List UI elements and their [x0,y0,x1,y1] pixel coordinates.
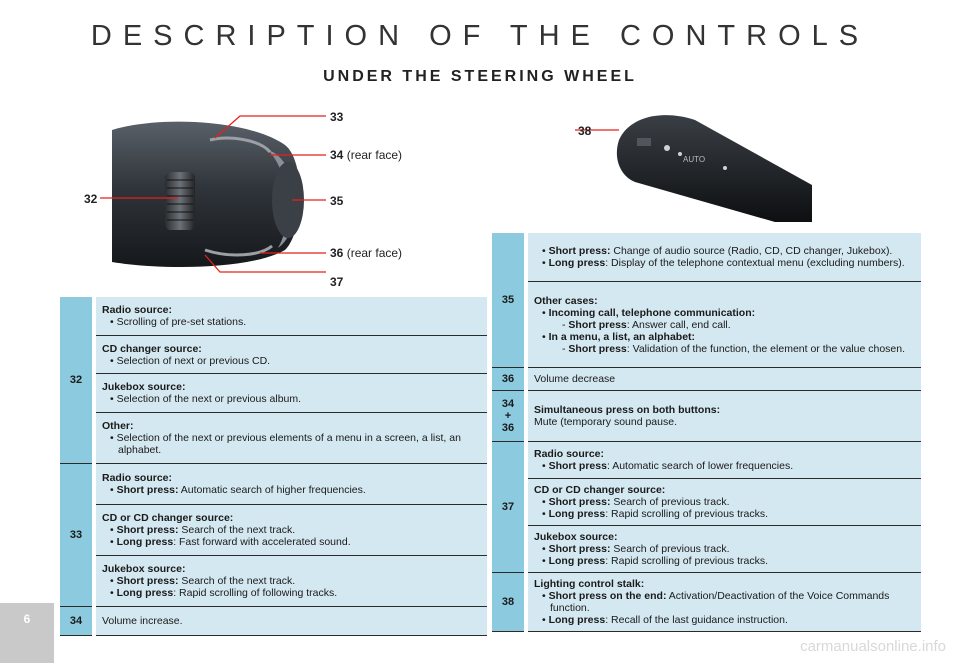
table-row: 38 Lighting control stalk: • Short press… [492,572,921,632]
section-subtitle: UNDER THE STEERING WHEEL [323,68,637,85]
table-row: Other cases: • Incoming call, telephone … [492,281,921,368]
callout-34-rear-face: 34 (rear face) [330,148,403,162]
page-title: DESCRIPTION OF THE CONTROLS [90,20,870,52]
table-row: Jukebox source: • Selection of the next … [60,373,487,413]
table-cell: CD changer source: • Selection of next o… [94,335,487,374]
callout-37: 37 [330,275,344,289]
table-row: 32 Radio source: • Scrolling of pre-set … [60,297,487,464]
page-number-tab [0,603,54,663]
table-cell: CD or CD changer source: • Short press: … [526,478,921,526]
table-row: Jukebox source: • Short press: Search of… [492,525,921,573]
control-number: 36 [492,367,528,391]
svg-text:AUTO: AUTO [683,155,705,164]
table-cell: Other cases: • Incoming call, telephone … [526,281,921,368]
table-row: Jukebox source: • Short press: Search of… [60,555,487,607]
table-row: CD changer source: • Selection of next o… [60,335,487,374]
control-number: 34 [60,606,96,636]
callout-35: 35 [330,194,344,208]
lighting-stalk-figure: AUTO [575,115,812,222]
table-cell: Volume increase. [94,606,487,636]
callout-32: 32 [84,192,98,206]
watermark: carmanualsonline.info [800,638,946,655]
control-number: 37 [492,441,528,573]
table-cell: Radio source: • Short press: Automatic s… [526,441,921,479]
table-cell: Jukebox source: • Short press: Search of… [94,555,487,607]
table-cell: Jukebox source: • Selection of the next … [94,373,487,413]
control-number: 33 [60,463,96,607]
callout-36-rear-face: 36 (rear face) [330,246,403,260]
table-cell: Radio source: • Scrolling of pre-set sta… [94,297,487,336]
table-cell: Lighting control stalk: • Short press on… [526,572,921,632]
table-cell: Jukebox source: • Short press: Search of… [526,525,921,573]
control-number: 34 + 36 [492,390,528,442]
control-number: 32 [60,297,96,464]
table-row: 37 Radio source: • Short press: Automati… [492,441,921,573]
table-row: 34 Volume increase. [60,606,487,636]
table-row: 36 Volume decrease [492,367,921,391]
table-row: 35 • Short press: Change of audio source… [492,233,921,368]
audio-control-stalk-figure [100,115,326,273]
table-cell: Radio source: • Short press: Automatic s… [94,463,487,505]
control-number: 38 [492,572,528,632]
table-cell: CD or CD changer source: • Short press: … [94,504,487,556]
table-row: CD or CD changer source: • Short press: … [492,478,921,526]
table-row: CD or CD changer source: • Short press: … [60,504,487,556]
right-controls-table: 35 • Short press: Change of audio source… [492,233,921,632]
table-cell: • Short press: Change of audio source (R… [526,233,921,282]
table-row: 34 + 36 Simultaneous press on both butto… [492,390,921,442]
table-cell: Simultaneous press on both buttons: Mute… [526,390,921,442]
table-row: 33 Radio source: • Short press: Automati… [60,463,487,607]
callout-33: 33 [330,110,344,124]
table-cell: Other: • Selection of the next or previo… [94,412,487,464]
left-controls-table: 32 Radio source: • Scrolling of pre-set … [60,297,487,636]
callout-38: 38 [578,124,592,138]
control-number: 35 [492,233,528,368]
table-row: Other: • Selection of the next or previo… [60,412,487,464]
table-cell: Volume decrease [526,367,921,391]
page-number: 6 [23,612,31,626]
